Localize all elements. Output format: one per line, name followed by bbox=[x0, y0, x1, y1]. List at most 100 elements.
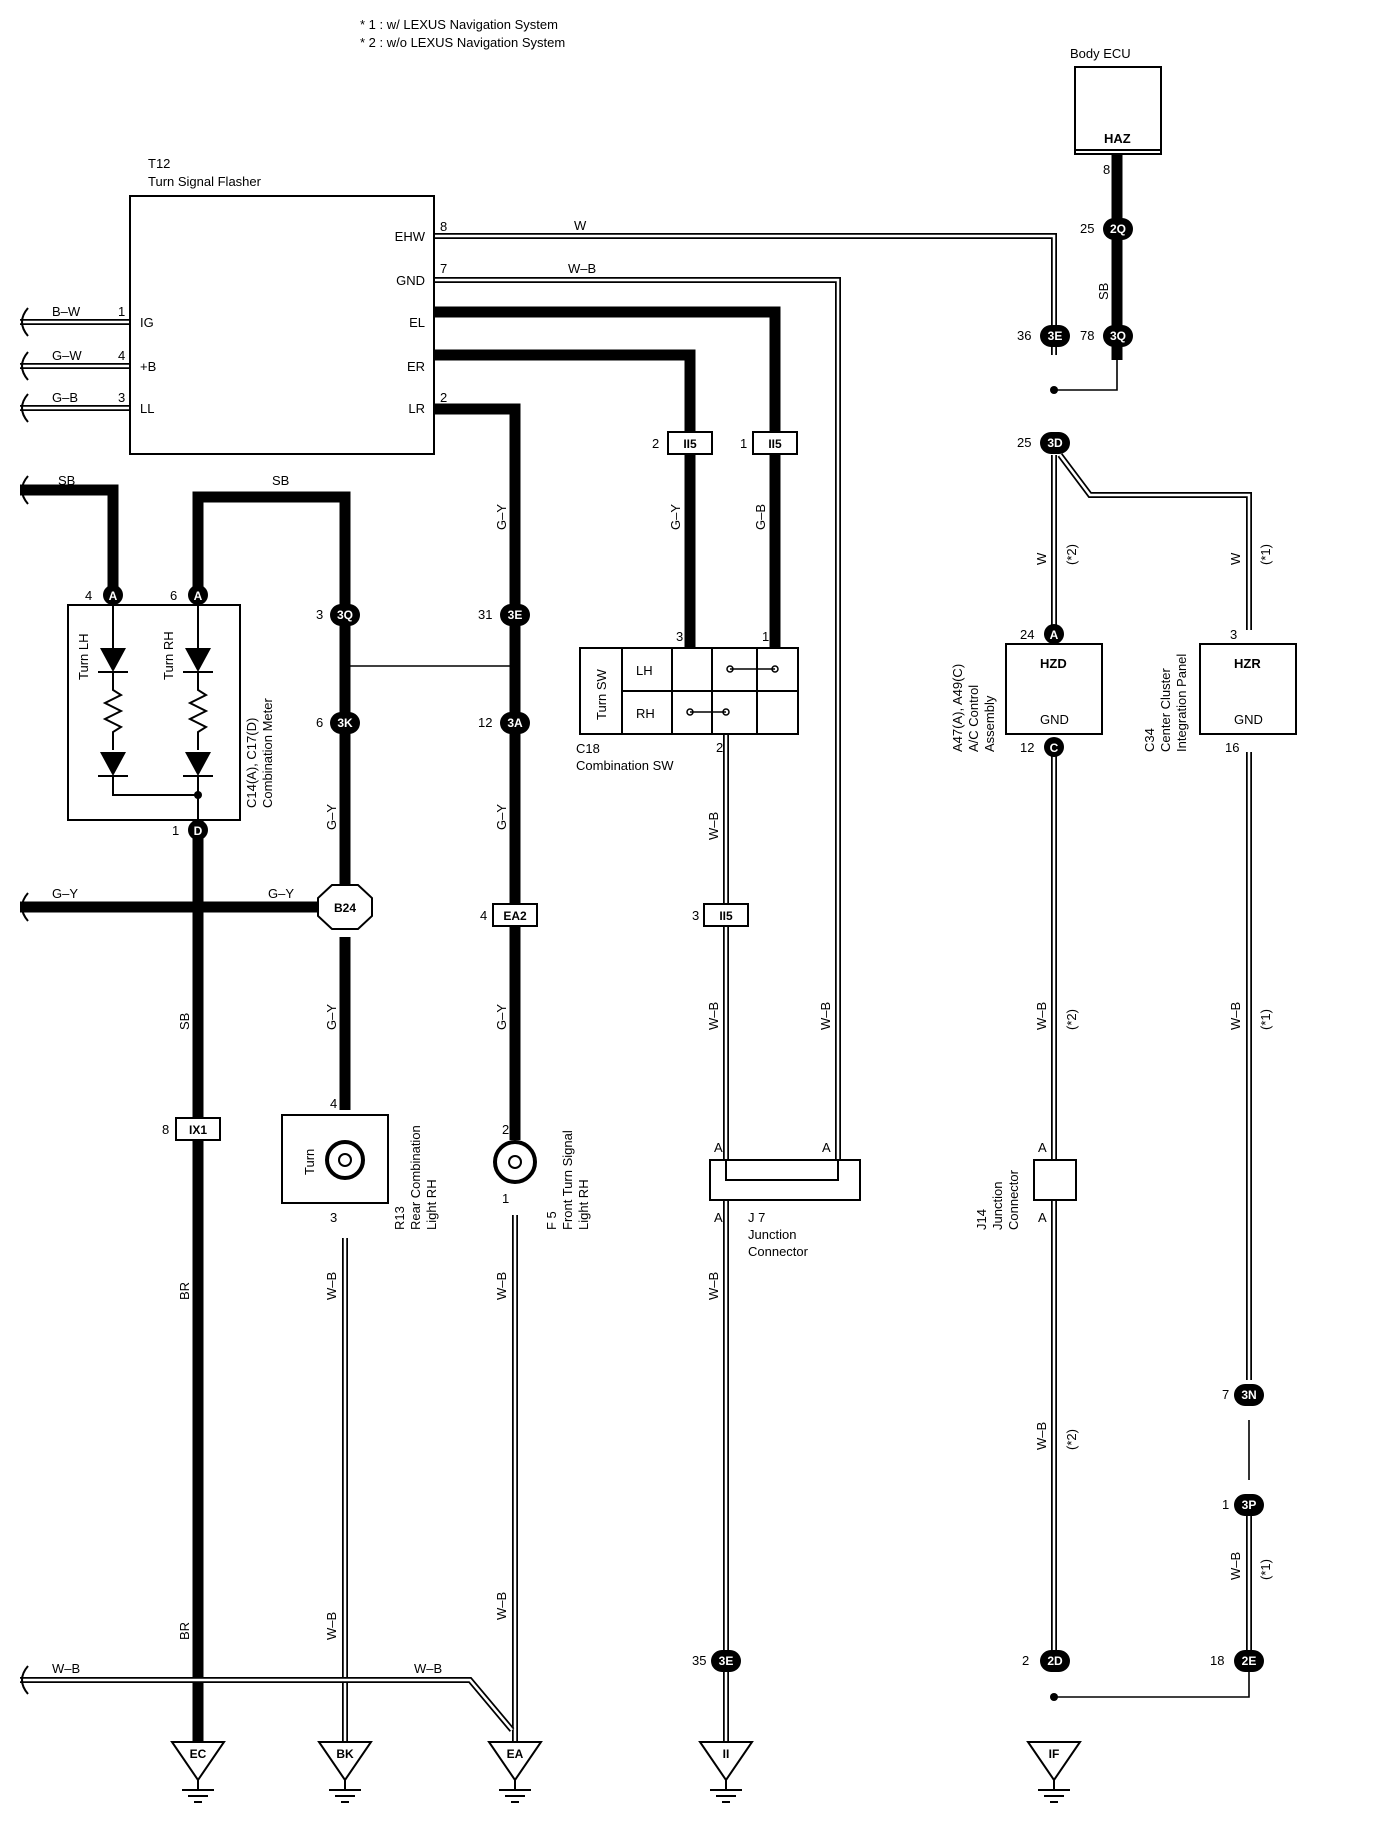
svg-text:G–Y: G–Y bbox=[494, 504, 509, 530]
pin-label: 4 bbox=[85, 588, 92, 603]
svg-text:G–Y: G–Y bbox=[668, 504, 683, 530]
rear-light-name: Rear Combination bbox=[408, 1125, 423, 1230]
flasher-wire-labels: 1 4 3 B–W G–W G–B 8 7 5 6 2 W W–B G–B G–… bbox=[52, 218, 596, 405]
svg-text:(*2): (*2) bbox=[1064, 544, 1079, 565]
j14-pin: A bbox=[1038, 1210, 1047, 1225]
turn-signal-flasher: T12 Turn Signal Flasher IG +B LL EHW GND… bbox=[129, 156, 435, 455]
splice-dot bbox=[511, 662, 519, 670]
svg-text:G–Y: G–Y bbox=[324, 804, 339, 830]
pin-label: 8 bbox=[1103, 162, 1110, 177]
svg-text:G–Y: G–Y bbox=[494, 804, 509, 830]
ac-name: A/C Control bbox=[966, 685, 981, 752]
wire-color-label: G–Y bbox=[268, 886, 294, 901]
junction-connector-j14: A A J14 Junction Connector bbox=[974, 1140, 1077, 1230]
j7-pin: A bbox=[822, 1140, 831, 1155]
connector-d: D bbox=[194, 824, 203, 838]
ac-name2: Assembly bbox=[982, 695, 997, 752]
junction-connector-j7: A A A J 7 Junction Connector bbox=[709, 1140, 861, 1259]
pin-label: 4 bbox=[118, 348, 125, 363]
ground-if: IF bbox=[1026, 1741, 1082, 1803]
connector-3q: 3Q bbox=[1110, 329, 1126, 343]
connector-a: A bbox=[1050, 628, 1059, 642]
meter-code: C14(A), C17(D) bbox=[244, 718, 259, 808]
wire-color-label: W–B bbox=[568, 261, 596, 276]
terminal-gnd: GND bbox=[396, 273, 425, 288]
note-2: * 2 : w/o LEXUS Navigation System bbox=[360, 35, 565, 50]
svg-text:G–Y: G–Y bbox=[494, 1004, 509, 1030]
cc-hzr: HZR bbox=[1234, 656, 1261, 671]
switch-title: Turn SW bbox=[594, 668, 609, 720]
connector-ea2: EA2 bbox=[503, 909, 527, 923]
wire-color-label: W bbox=[574, 218, 587, 233]
body-ecu: Body ECU HAZ 8 bbox=[1070, 46, 1162, 177]
terminal-ehw: EHW bbox=[395, 229, 426, 244]
connector-b24: B24 bbox=[334, 901, 356, 915]
pin-label: 8 bbox=[440, 219, 447, 234]
pin-label: 7 bbox=[1222, 1387, 1229, 1402]
svg-text:(*1): (*1) bbox=[1258, 1559, 1273, 1580]
rear-light-name2: Light RH bbox=[424, 1179, 439, 1230]
flasher-name: Turn Signal Flasher bbox=[148, 174, 262, 189]
svg-text:(*1): (*1) bbox=[1258, 544, 1273, 565]
pin-label: 18 bbox=[1210, 1653, 1224, 1668]
pin-label: 25 bbox=[1017, 435, 1031, 450]
terminal-el: EL bbox=[409, 315, 425, 330]
ground-ea: EA bbox=[487, 1741, 543, 1803]
ac-gnd: GND bbox=[1040, 712, 1069, 727]
pin-label: 4 bbox=[330, 1096, 337, 1111]
svg-text:W–B: W–B bbox=[706, 1002, 721, 1030]
wire-break-marks bbox=[21, 307, 29, 1695]
wire-color-label: G–W bbox=[52, 348, 82, 363]
pin-label: 3 bbox=[692, 908, 699, 923]
svg-text:SB: SB bbox=[177, 1013, 192, 1030]
pin-label: 2 bbox=[440, 390, 447, 405]
pin-label: 8 bbox=[162, 1122, 169, 1137]
connector-a: A bbox=[109, 589, 118, 603]
switch-name: Combination SW bbox=[576, 758, 674, 773]
pin-label: 3 bbox=[1230, 627, 1237, 642]
pin-label: 1 bbox=[740, 436, 747, 451]
wire-color-label: G–B bbox=[52, 390, 78, 405]
pin-label: 16 bbox=[1225, 740, 1239, 755]
switch-rh: RH bbox=[636, 706, 655, 721]
svg-text:SB: SB bbox=[1096, 283, 1111, 300]
meter-lh-label: Turn LH bbox=[76, 634, 91, 680]
pin-label: 4 bbox=[480, 908, 487, 923]
connector-ii5: II5 bbox=[719, 909, 733, 923]
svg-text:BR: BR bbox=[177, 1282, 192, 1300]
svg-text:W: W bbox=[1228, 552, 1243, 565]
splice-b24: B24 G–Y G–Y bbox=[52, 884, 373, 930]
svg-text:G–Y: G–Y bbox=[324, 1004, 339, 1030]
pin-label: 36 bbox=[1017, 328, 1031, 343]
pin-label: 2 bbox=[502, 1122, 509, 1137]
pin-label: 12 bbox=[478, 715, 492, 730]
connector-3q: 3Q bbox=[337, 608, 353, 622]
pin-label: 6 bbox=[170, 588, 177, 603]
svg-text:W–B: W–B bbox=[1228, 1002, 1243, 1030]
j7-name2: Connector bbox=[748, 1244, 809, 1259]
front-light-code: F 5 bbox=[544, 1211, 559, 1230]
connector-2d: 2D bbox=[1047, 1654, 1063, 1668]
j7-code: J 7 bbox=[748, 1210, 765, 1225]
connector-3n: 3N bbox=[1241, 1388, 1256, 1402]
ground-bk: BK bbox=[317, 1741, 373, 1803]
wire-color-label: B–W bbox=[52, 304, 81, 319]
terminal-ig: IG bbox=[140, 315, 154, 330]
j14-pin: A bbox=[1038, 1140, 1047, 1155]
switch-lh: LH bbox=[636, 663, 653, 678]
j7-pin: A bbox=[714, 1140, 723, 1155]
terminal-lr: LR bbox=[408, 401, 425, 416]
svg-text:W–B: W–B bbox=[1034, 1002, 1049, 1030]
round-connectors: 2Q 25 3E 36 3Q 78 3D 25 A 24 3 C 12 16 3… bbox=[85, 218, 1264, 1672]
svg-text:W–B: W–B bbox=[494, 1272, 509, 1300]
thick-wires bbox=[20, 145, 1123, 1742]
front-light-name: Front Turn Signal bbox=[560, 1130, 575, 1230]
splice-dot bbox=[341, 662, 349, 670]
svg-text:W–B: W–B bbox=[494, 1592, 509, 1620]
ground-ii: II bbox=[698, 1741, 754, 1803]
svg-text:(*2): (*2) bbox=[1064, 1429, 1079, 1450]
cc-gnd: GND bbox=[1234, 712, 1263, 727]
body-ecu-title: Body ECU bbox=[1070, 46, 1131, 61]
svg-text:G–B: G–B bbox=[753, 504, 768, 530]
